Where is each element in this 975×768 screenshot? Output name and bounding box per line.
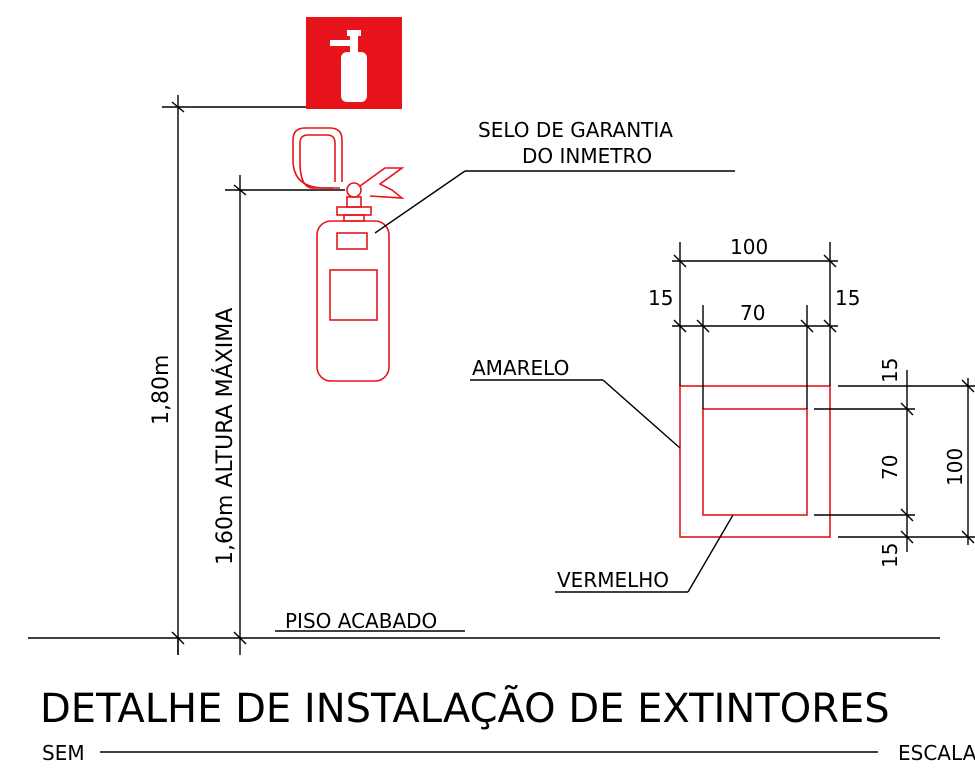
dimension-160-lines: [225, 175, 345, 655]
dim-top-left: 15: [648, 286, 673, 310]
height-160-label: 1,60m ALTURA MÁXIMA: [212, 308, 238, 565]
vermelho-label: VERMELHO: [557, 568, 669, 592]
fire-extinguisher-sign-icon: [306, 17, 402, 109]
amarelo-label: AMARELO: [472, 356, 569, 380]
dim-top-right: 15: [835, 286, 860, 310]
dim-right-top: 15: [878, 358, 902, 383]
scale-right-label: ESCALA: [898, 741, 975, 765]
dim-top-inner: 70: [740, 301, 765, 325]
selo-label-line1: SELO DE GARANTIA: [478, 118, 673, 142]
height-180-label: 1,80m: [149, 355, 174, 425]
scale-left-label: SEM: [42, 741, 85, 765]
extinguisher-drawing: [292, 127, 405, 382]
drawing-title: DETALHE DE INSTALAÇÃO DE EXTINTORES: [40, 684, 890, 732]
top-dimension-lines: [672, 242, 838, 409]
dim-right-inner: 70: [878, 455, 902, 480]
amarelo-leader: [470, 379, 681, 449]
selo-leader: [374, 170, 735, 234]
selo-label-line2: DO INMETRO: [522, 144, 652, 168]
dim-right-total: 100: [943, 448, 967, 486]
dimension-180-lines: [162, 95, 306, 655]
vermelho-leader: [555, 514, 734, 593]
floor-label: PISO ACABADO: [285, 609, 437, 633]
floor-marking-detail: [679, 385, 831, 538]
right-dimension-lines: [814, 370, 975, 552]
dim-right-bottom: 15: [878, 543, 902, 568]
dim-top-total: 100: [730, 235, 768, 259]
